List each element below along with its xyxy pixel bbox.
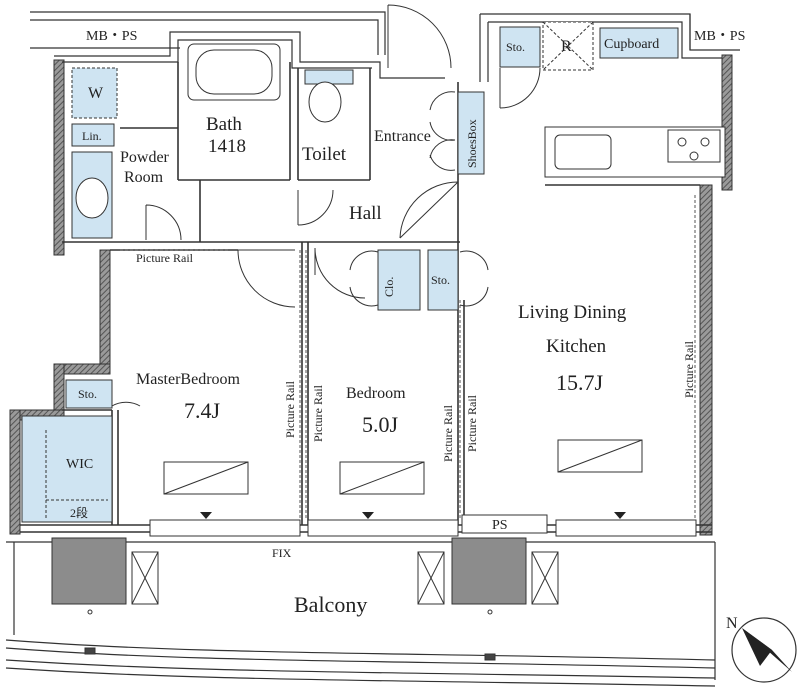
kitchen bbox=[544, 126, 726, 178]
wic-box bbox=[21, 415, 113, 523]
sink-bowl bbox=[75, 177, 109, 219]
picture-rails bbox=[120, 195, 696, 520]
label-picture-rail-b2: Picture Rail bbox=[441, 404, 455, 462]
label-wic-shelf: 2段 bbox=[70, 505, 88, 520]
wall-left-upper bbox=[53, 59, 65, 256]
label-sto-hall: Sto. bbox=[431, 273, 450, 287]
clo-box bbox=[377, 249, 421, 311]
label-picture-rail-m: Picture Rail bbox=[283, 380, 297, 438]
label-master-size: 7.4J bbox=[184, 398, 221, 423]
hall-ldk-door bbox=[399, 181, 459, 239]
master-door bbox=[237, 249, 296, 308]
sto-hall-box bbox=[427, 249, 459, 311]
cupboard-box bbox=[599, 27, 679, 59]
entrance-door bbox=[387, 4, 452, 69]
exterior-lines bbox=[30, 11, 740, 82]
label-r: R bbox=[561, 38, 572, 55]
kitchen-sink bbox=[554, 134, 612, 170]
balcony-area bbox=[5, 541, 716, 687]
label-picture-rail-b3: Picture Rail bbox=[465, 394, 479, 452]
label-w: W bbox=[88, 85, 104, 102]
toilet-bowl bbox=[308, 81, 342, 123]
toilet-tank bbox=[304, 69, 354, 85]
wall-left-mid bbox=[99, 249, 111, 371]
doors bbox=[111, 4, 541, 407]
label-living-2: Kitchen bbox=[546, 336, 607, 357]
label-sto-wic: Sto. bbox=[78, 387, 97, 401]
label-hall: Hall bbox=[349, 203, 382, 224]
structural-walls bbox=[9, 54, 733, 536]
label-wic: WIC bbox=[66, 457, 93, 472]
label-lin: Lin. bbox=[82, 129, 102, 143]
label-picture-rail-ldk: Picture Rail bbox=[682, 340, 696, 398]
label-powder: Powder bbox=[120, 149, 170, 166]
balcony-units bbox=[51, 537, 559, 661]
outdoor-unit-right bbox=[451, 537, 527, 605]
bedroom-door bbox=[314, 247, 366, 299]
label-bedroom: Bedroom bbox=[346, 385, 406, 402]
label-entrance: Entrance bbox=[374, 128, 431, 145]
label-picture-rail-b1: Picture Rail bbox=[311, 384, 325, 442]
bathroom-fixtures bbox=[187, 43, 354, 123]
sto-master-door bbox=[111, 401, 141, 407]
label-living-size: 15.7J bbox=[556, 370, 604, 395]
label-north: N bbox=[726, 615, 738, 632]
label-bedroom-size: 5.0J bbox=[362, 412, 399, 437]
window-sills bbox=[149, 514, 697, 537]
hall-toilet-door bbox=[297, 189, 334, 226]
shoesbox-doors bbox=[429, 91, 456, 171]
label-balcony: Balcony bbox=[294, 592, 367, 617]
north-arrow bbox=[731, 617, 797, 683]
label-shoesbox: ShoesBox bbox=[465, 119, 479, 168]
label-ps: PS bbox=[492, 518, 508, 533]
storage-fixtures bbox=[21, 21, 679, 523]
label-clo: Clo. bbox=[382, 277, 396, 297]
labels: MB・PS MB・PS Sto. R Cupboard W Lin. Bath … bbox=[66, 29, 745, 632]
wall-right bbox=[699, 184, 713, 536]
wall-left-step2 bbox=[53, 363, 65, 415]
washer-box bbox=[71, 67, 118, 119]
label-fix: FIX bbox=[272, 546, 292, 560]
wall-right-upper bbox=[721, 54, 733, 191]
sto-top-box bbox=[499, 26, 541, 68]
lin-box bbox=[71, 123, 115, 147]
label-picture-rail-top: Picture Rail bbox=[136, 251, 194, 265]
label-bath-size: 1418 bbox=[208, 136, 246, 157]
label-cupboard: Cupboard bbox=[604, 37, 659, 52]
label-sto-top: Sto. bbox=[506, 40, 525, 54]
label-living-1: Living Dining bbox=[518, 302, 627, 323]
wall-wic-left bbox=[9, 409, 21, 535]
ac-units bbox=[163, 439, 643, 495]
label-toilet: Toilet bbox=[302, 144, 347, 165]
label-master: MasterBedroom bbox=[136, 371, 241, 388]
window-markers bbox=[200, 512, 626, 519]
label-room: Room bbox=[124, 169, 164, 186]
sto-master-box bbox=[65, 379, 113, 409]
powder-door bbox=[145, 204, 182, 241]
shoesbox-box bbox=[457, 91, 485, 175]
outdoor-unit-left bbox=[51, 537, 127, 605]
label-bath: Bath bbox=[206, 114, 242, 135]
label-mbps-right: MB・PS bbox=[694, 29, 745, 44]
sto-top-door bbox=[499, 67, 541, 109]
label-mbps-left: MB・PS bbox=[86, 29, 137, 44]
